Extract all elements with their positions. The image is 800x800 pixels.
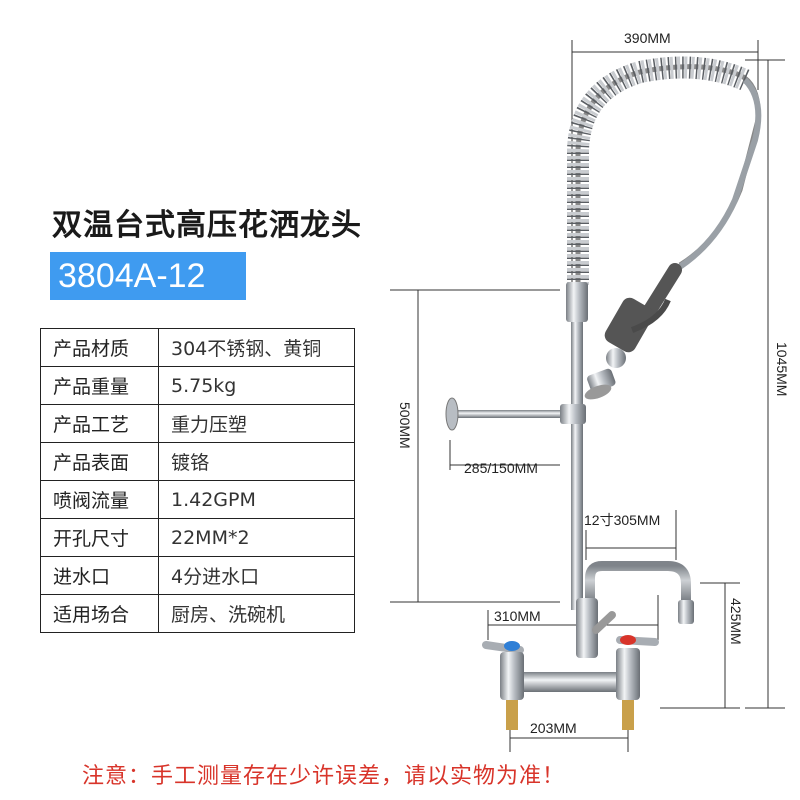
spec-value: 4分进水口 [158,556,355,595]
bracket-arm [455,410,575,418]
spec-value: 重力压塑 [158,404,355,443]
spec-row: 适用场合厨房、洗碗机 [40,594,355,633]
spec-value: 22MM*2 [158,518,355,557]
spring-collar [566,282,588,322]
dim-spout-reach: 12寸305MM [584,512,661,528]
spec-value: 5.75kg [158,366,355,405]
model-badge: 3804A-12 [50,252,246,300]
spec-label: 产品工艺 [40,404,159,443]
spec-row: 产品工艺重力压塑 [40,404,355,443]
dim-riser-height: 500MM [397,402,413,449]
valve-lever [592,611,616,634]
spec-row: 产品表面镀铬 [40,442,355,481]
wall-flange [445,397,459,431]
spec-label: 适用场合 [40,594,159,633]
swing-spout [585,561,694,624]
dim-total-height: 1045MM [774,342,790,397]
spec-label: 开孔尺寸 [40,518,159,557]
spec-value: 厨房、洗碗机 [158,594,355,633]
dimension-lines [390,40,785,752]
cold-handle [482,641,524,730]
dim-arm-length: 285/150MM [464,460,538,476]
dim-inlet-spacing: 203MM [530,720,577,736]
spring-coil [567,56,762,290]
bracket-clamp [560,404,586,424]
deck-bar [508,672,628,692]
dim-base-width: 310MM [494,608,541,624]
spray-valve [584,263,682,400]
dim-top-width: 390MM [624,30,671,46]
spec-value: 1.42GPM [158,480,355,519]
riser-pipe [571,290,583,610]
spec-label: 进水口 [40,556,159,595]
spec-value: 镀铬 [158,442,355,481]
dim-spout-height: 425MM [728,598,744,645]
disclaimer-note: 注意：手工测量存在少许误差，请以实物为准！ [82,764,566,789]
mixer-body [576,598,598,658]
hot-handle [616,635,659,730]
spec-value: 304不锈钢、黄铜 [158,328,355,367]
product-title: 双温台式高压花洒龙头 [52,208,362,243]
spec-label: 产品材质 [40,328,159,367]
spec-label: 喷阀流量 [40,480,159,519]
